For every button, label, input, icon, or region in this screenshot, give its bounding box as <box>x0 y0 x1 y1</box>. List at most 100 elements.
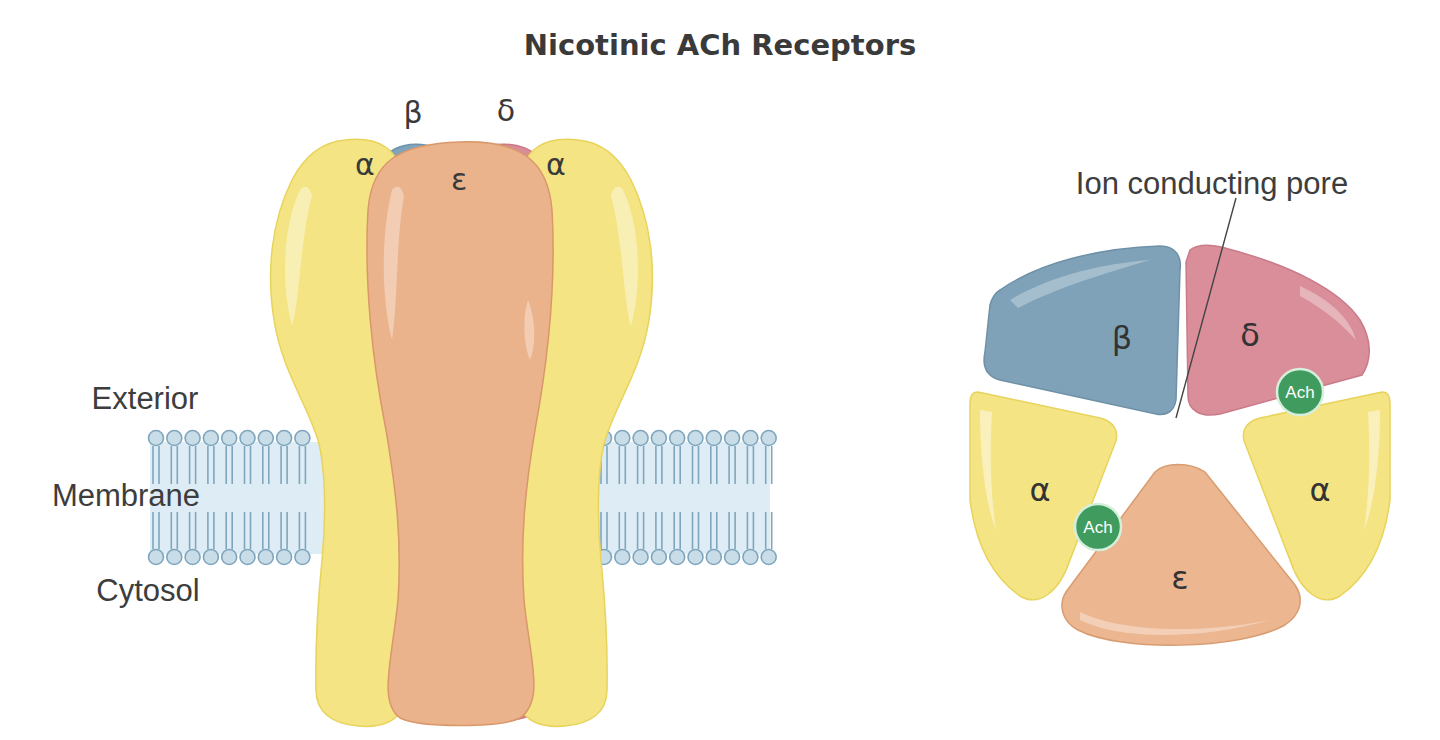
epsilon-subunit: ε <box>360 135 557 730</box>
lipid-tail <box>231 446 233 484</box>
subunit-shape <box>1300 286 1356 340</box>
subunit-shape <box>1062 465 1300 646</box>
lipid-tail <box>600 512 602 549</box>
lipid-head <box>222 431 237 446</box>
lipid-tail <box>765 446 767 484</box>
lipid-tail <box>280 512 282 549</box>
lipid-head <box>167 550 182 565</box>
lipid-head <box>295 431 310 446</box>
lipid-head <box>633 431 648 446</box>
lipid-tail <box>655 446 657 484</box>
lipid-tail <box>158 446 160 484</box>
lipid-tail <box>692 446 694 484</box>
diagram-title: Nicotinic ACh Receptors <box>0 28 1440 62</box>
lipid-tail <box>299 512 301 549</box>
lipid-tail <box>213 512 215 549</box>
lipid-tail <box>728 446 730 484</box>
lipid-tail <box>207 512 209 549</box>
subunit-shape <box>1080 612 1270 635</box>
lipid-tail <box>262 446 264 484</box>
lipid-tail <box>262 512 264 549</box>
lipid-tail <box>189 446 191 484</box>
ligand-circle <box>1277 369 1323 415</box>
lipid-head <box>240 550 255 565</box>
subunit-label: β <box>403 98 422 128</box>
lipid-tail <box>747 512 749 549</box>
node-outline <box>360 135 557 730</box>
lipid-tail <box>661 512 663 549</box>
ach-ligand: Ach <box>1275 367 1325 417</box>
region-label: Membrane <box>52 480 200 511</box>
lipid-tail <box>152 446 154 484</box>
subunit-shape <box>285 187 312 326</box>
lipid-tail <box>305 512 307 549</box>
lipid-tail <box>728 512 730 549</box>
lipid-tail <box>225 512 227 549</box>
subunit-shape <box>384 187 535 360</box>
lipid-head <box>277 550 292 565</box>
lipid-head <box>615 431 630 446</box>
lipid-tail <box>299 446 301 484</box>
node-outline <box>980 242 1185 420</box>
lipid-tail <box>643 446 645 484</box>
lipid-tail <box>231 512 233 549</box>
lipid-tail <box>207 446 209 484</box>
lipid-head <box>149 431 164 446</box>
lipid-tail <box>637 446 639 484</box>
lipid-head <box>185 550 200 565</box>
lipid-tail <box>280 446 282 484</box>
lipid-head <box>277 431 292 446</box>
region-label: Cytosol <box>96 575 199 606</box>
lipid-tail <box>673 512 675 549</box>
lipid-head <box>688 550 703 565</box>
lipid-tail <box>673 446 675 484</box>
lipid-head <box>670 550 685 565</box>
lipid-head <box>743 431 758 446</box>
region-label: Exterior <box>92 383 199 414</box>
lipid-tail <box>606 446 608 484</box>
lipid-tail <box>171 512 173 549</box>
subunit-label: δ <box>1240 319 1260 351</box>
lipid-tail <box>268 446 270 484</box>
subunit-shape <box>367 142 553 726</box>
subunit-label: ε <box>1171 562 1188 594</box>
subunit-label: α <box>1029 474 1050 506</box>
lipid-tail <box>771 446 773 484</box>
lipid-tail <box>177 446 179 484</box>
lipid-tail <box>152 512 154 549</box>
lipid-tail <box>716 512 718 549</box>
subunit-label: ε <box>451 165 467 195</box>
lipid-tail <box>195 446 197 484</box>
subunit-label: α <box>355 150 375 180</box>
lipid-head <box>633 550 648 565</box>
lipid-head <box>706 550 721 565</box>
lipid-head <box>240 431 255 446</box>
lipid-tail <box>286 512 288 549</box>
subunit-label: β <box>1112 322 1132 354</box>
subunit-shape <box>611 187 638 326</box>
lipid-head <box>743 550 758 565</box>
lipid-tail <box>177 512 179 549</box>
lipid-tail <box>244 512 246 549</box>
lipid-tail <box>268 512 270 549</box>
subunit-shape <box>1364 410 1380 530</box>
lipid-tail <box>171 446 173 484</box>
lipid-tail <box>753 446 755 484</box>
lipid-tail <box>771 512 773 549</box>
lipid-tail <box>698 446 700 484</box>
epsilon-subunit: ε <box>1055 460 1310 655</box>
lipid-tail <box>286 446 288 484</box>
subunit-shape <box>984 246 1180 414</box>
lipid-head <box>651 550 666 565</box>
lipid-tail <box>305 446 307 484</box>
lipid-tail <box>765 512 767 549</box>
lipid-tail <box>250 512 252 549</box>
subunit-label: α <box>1309 474 1330 506</box>
ach-ligand: Ach <box>1073 502 1123 552</box>
lipid-tail <box>195 512 197 549</box>
lipid-tail <box>624 446 626 484</box>
lipid-head <box>203 550 218 565</box>
lipid-tail <box>661 446 663 484</box>
lipid-tail <box>643 512 645 549</box>
lipid-head <box>167 431 182 446</box>
